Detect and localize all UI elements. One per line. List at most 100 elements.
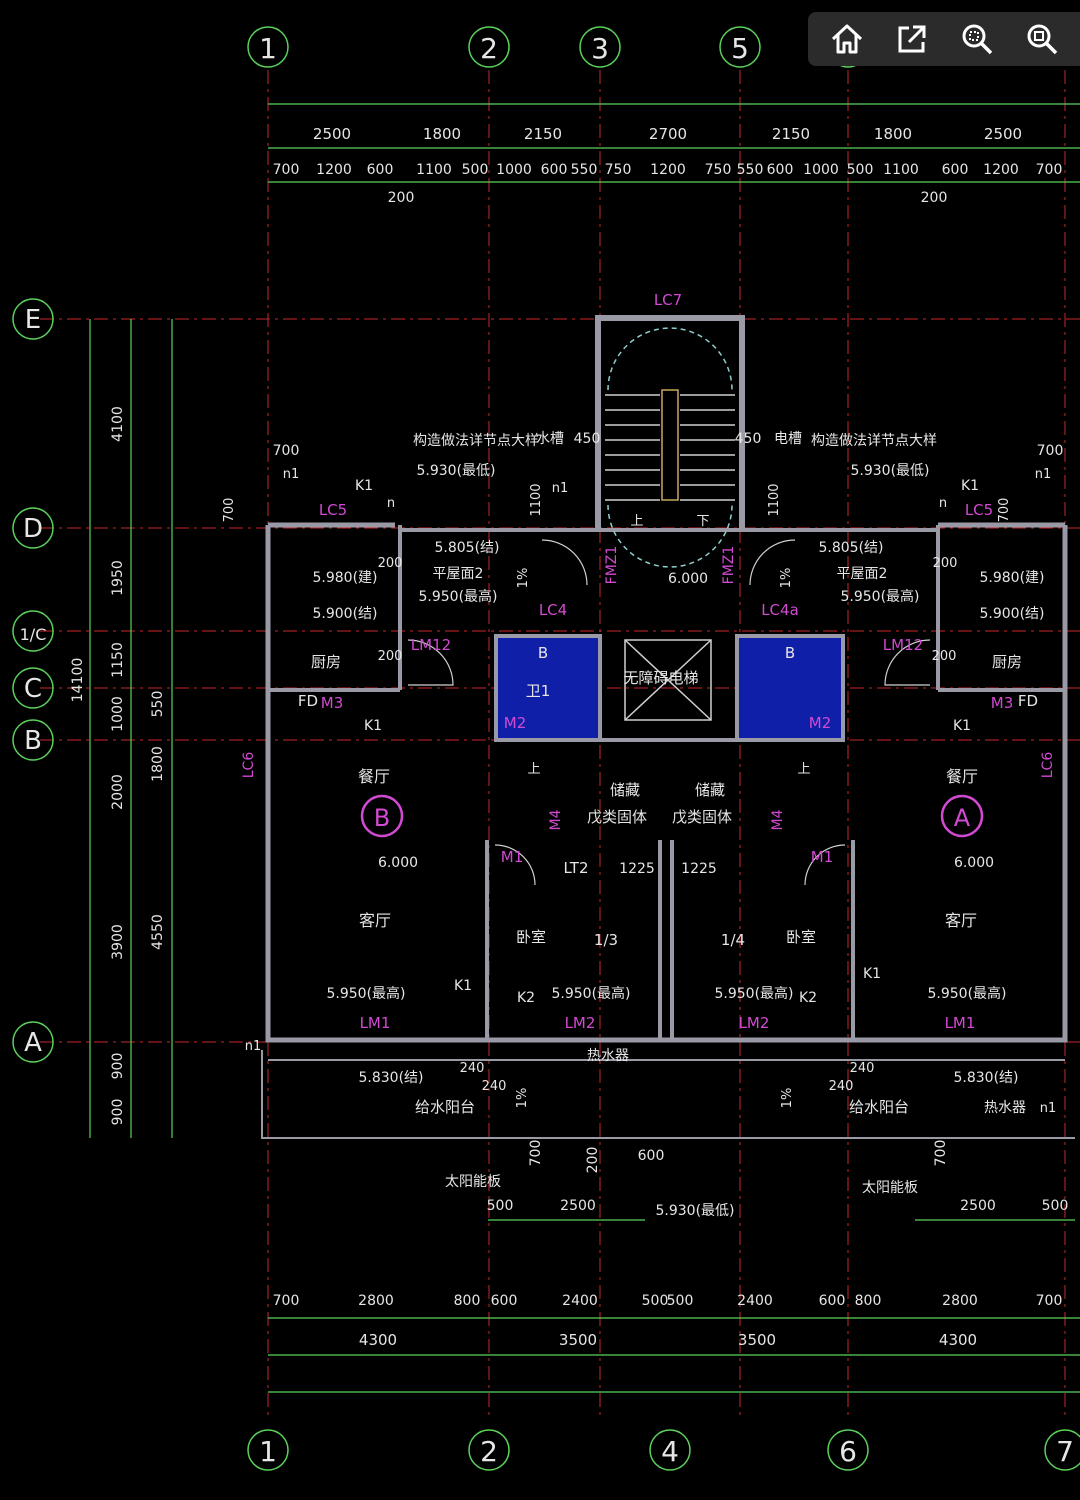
plan-label-d240: 240 [460,1061,485,1076]
plan-label-elev-6000: 6.000 [378,855,418,871]
plan-label-fmz1: FMZ1 [721,546,737,585]
share-button[interactable] [887,14,937,64]
dim-top-row2: 1200 [983,162,1019,178]
balcony-line [261,1050,1075,1139]
viewer-toolbar [808,12,1080,66]
external-link-icon [898,25,925,53]
dim-top-200: 200 [921,190,948,206]
dim-top-row1: 1800 [874,125,912,143]
plan-label-fire-class: 戊类固体 [587,808,647,826]
dim-bottom-row1: 800 [454,1293,481,1309]
axis-bubble-bottom [247,1429,289,1471]
plan-label-k1: K1 [364,718,382,734]
home-icon [831,24,862,54]
plan-label-flat-roof: 平屋面2 [433,566,484,582]
plan-label-fd: FD [298,692,318,710]
dim-bottom-row1: 2400 [737,1293,773,1309]
dim-top-row2: 1200 [316,162,352,178]
axis-bubble-top [579,26,621,68]
axis-label-bottom: 2 [480,1435,498,1468]
plan-label-lc4a: LC4a [761,601,799,619]
plan-label-detail-left: 构造做法详节点大样 [413,433,539,449]
plan-label-solar-panel: 太阳能板 [862,1180,918,1196]
plan-label-d450: 450 [735,431,762,447]
zoom-window-icon [1027,24,1057,55]
plan-label-d240: 240 [850,1061,875,1076]
axis-bubble-bottom [468,1429,510,1471]
plan-label-m4: M4 [548,809,564,830]
plan-label-n1: n1 [1040,1101,1057,1116]
axis-bubble-left [12,667,54,709]
dim-left-inner: 1800 [150,746,166,782]
axis-label-left: 1/C [20,625,47,644]
plan-label-up: 上 [630,514,643,529]
plan-label-living: 客厅 [359,911,391,930]
plan-label-fire-class: 戊类固体 [672,808,732,826]
plan-label-d1225: 1225 [619,861,655,877]
plan-label-axis-1-4: 1/4 [721,931,745,949]
axis-label-top: 5 [731,32,749,65]
plan-label-lt2: LT2 [564,859,589,877]
plan-label-elev-5930-bottom: 5.930(最低) [655,1203,734,1219]
plan-label-elev-5980: 5.980(建) [312,570,377,586]
axis-label-bottom: 1 [259,1435,277,1468]
stair-wall [595,315,745,530]
dim-solar-left: 500 [487,1198,514,1214]
plan-label-fmz1: FMZ1 [604,546,620,585]
plan-label-d240: 240 [829,1079,854,1094]
plan-label-wc1: 卫1 [526,682,551,700]
plan-label-k1: K1 [863,966,881,982]
plan-label-elev-6000: 6.000 [668,571,708,587]
plan-label-k1: K1 [355,478,373,494]
plan-label-up: 上 [527,762,540,777]
dim-top-row2: 700 [1036,162,1063,178]
plan-label-solar-panel: 太阳能板 [445,1174,501,1190]
plan-label-n: n [939,496,947,511]
plan-label-d1100: 1100 [529,483,544,516]
plan-label-slope: 1% [516,568,531,589]
dim-top-row1: 2150 [772,125,810,143]
dim-left-inner: 4550 [150,914,166,950]
plan-label-m1: M1 [811,848,834,866]
plan-label-lm1: LM1 [360,1014,391,1032]
dim-top-row2: 500 [462,162,489,178]
axis-label-left: D [23,514,43,544]
zoom-window-button[interactable] [1017,14,1067,64]
dim-solar-left: 600 [638,1148,665,1164]
plan-label-elevator: 无障碍电梯 [623,669,698,687]
plan-label-balcony: 给水阳台 [415,1098,475,1116]
mid-walls [268,525,1065,1040]
zoom-fit-button[interactable] [952,14,1002,64]
plan-label-flat-roof: 平屋面2 [837,566,888,582]
plan-label-d200: 200 [932,649,957,664]
dim-left-outer: 2000 [110,774,126,810]
plan-label-kitchen: 厨房 [311,653,341,671]
dim-solar-right: 700 [933,1140,949,1167]
plan-label-d450: 450 [574,431,601,447]
dim-top-row2: 600 [367,162,394,178]
dim-bottom-row2: 4300 [939,1331,977,1349]
outer-wall [265,522,1068,1043]
plan-label-d200: 200 [378,556,403,571]
plan-label-lm1: LM1 [945,1014,976,1032]
home-button[interactable] [822,14,872,64]
plan-label-m1: M1 [501,848,524,866]
plan-label-elev-5805: 5.805(结) [434,540,499,556]
axis-bubble-bottom [649,1429,691,1471]
plan-label-m4: M4 [770,809,786,830]
plan-label-elev-5950-high: 5.950(最高) [840,588,919,605]
plan-label-lc7: LC7 [654,291,682,309]
elevator-shaft [624,639,712,721]
plan-label-d200: 200 [378,649,403,664]
plan-label-bedroom: 卧室 [786,928,816,946]
dim-bottom-row2: 4300 [359,1331,397,1349]
plan-label-elev-5950-high: 5.950(最高) [551,985,630,1002]
dim-bottom-row1: 800 [855,1293,882,1309]
axis-label-bottom: 7 [1056,1435,1074,1468]
axis-bubble-top [247,26,289,68]
plan-label-d1100: 1100 [767,483,782,516]
plan-label-elev-5950-high: 5.950(最高) [418,588,497,605]
plan-label-d700: 700 [997,498,1012,523]
plan-label-fd: FD [1018,692,1038,710]
